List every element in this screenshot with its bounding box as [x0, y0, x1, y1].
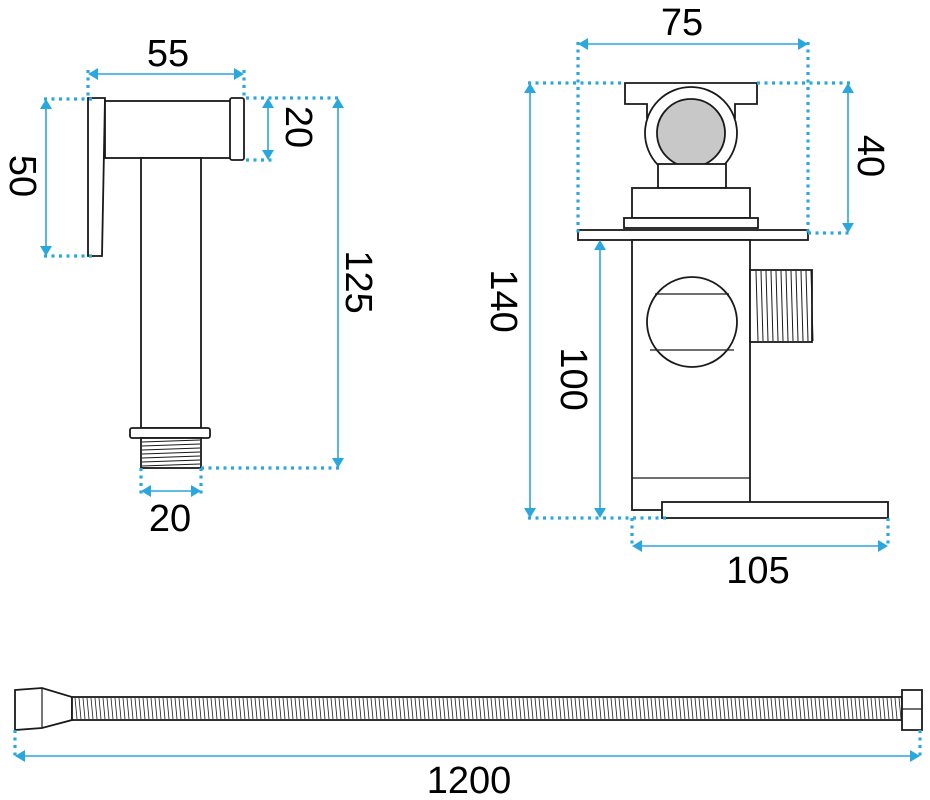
label-spray-length: 125 [337, 250, 379, 313]
hose-drawing [14, 687, 923, 731]
valve-collar-ring [623, 217, 759, 229]
valve-handle-hub [656, 98, 726, 168]
valve-neck [657, 163, 727, 189]
valve-thread-lines [755, 270, 814, 342]
label-handle-height: 50 [1, 155, 43, 197]
label-handle-width: 55 [147, 33, 189, 75]
label-valve-height: 140 [482, 269, 524, 332]
hose-ribs [74, 697, 902, 720]
dimension-arrows [15, 38, 920, 762]
label-valve-width: 75 [661, 2, 703, 44]
label-thread-width: 20 [149, 498, 191, 540]
hand-spray-drawing [87, 97, 245, 469]
spray-head-cap [229, 97, 245, 161]
label-hose-length: 1200 [427, 760, 512, 800]
spray-head-body [104, 100, 233, 159]
valve-base-plate [661, 501, 889, 519]
valve-flange [577, 229, 809, 241]
valve-knob-circle [646, 276, 738, 368]
valve-drawing [577, 82, 889, 519]
spray-handle-plate [87, 97, 106, 257]
spray-nut [129, 427, 211, 439]
spray-thread-lines [141, 439, 201, 467]
spray-stem [140, 157, 202, 429]
dimension-lines [13, 42, 922, 760]
hose-left-fitting [14, 687, 73, 731]
valve-knob-grooves [650, 293, 734, 351]
label-valve-head-height: 40 [849, 135, 891, 177]
valve-collar [631, 187, 751, 219]
spray-thread [140, 437, 202, 469]
hose-right-nut [901, 689, 923, 731]
label-base-length: 105 [726, 550, 789, 592]
label-body-height: 100 [552, 347, 594, 410]
label-head-height: 20 [277, 106, 319, 148]
